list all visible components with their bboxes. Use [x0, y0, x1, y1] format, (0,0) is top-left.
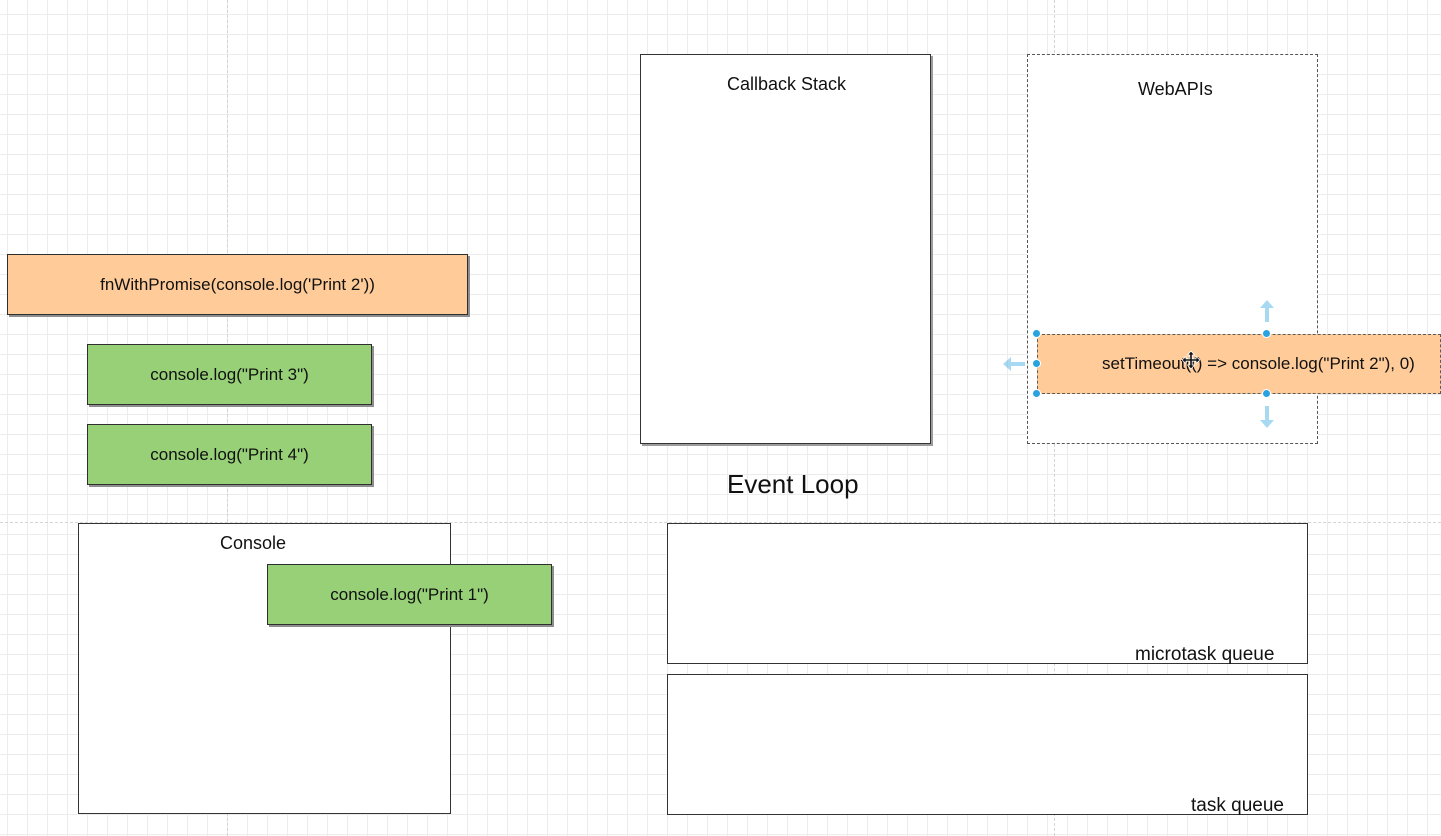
selection-handle-icon[interactable]: [1262, 329, 1271, 338]
task-queue-box[interactable]: [667, 674, 1308, 815]
callback-stack-box[interactable]: [640, 54, 931, 444]
connect-arrow-left-icon[interactable]: [1003, 356, 1025, 372]
fn-with-promise-block[interactable]: fnWithPromise(console.log('Print 2')): [7, 254, 468, 315]
move-cursor-icon: [1182, 351, 1200, 369]
microtask-queue-label: microtask queue: [1135, 644, 1275, 665]
connect-arrow-up-icon[interactable]: [1259, 300, 1275, 322]
task-queue-label: task queue: [1191, 795, 1284, 816]
connect-arrow-down-icon[interactable]: [1259, 406, 1275, 428]
callback-stack-label: Callback Stack: [727, 74, 847, 94]
print-4-block[interactable]: console.log("Print 4"): [87, 424, 372, 485]
selection-handle-icon[interactable]: [1032, 329, 1041, 338]
print-3-block[interactable]: console.log("Print 3"): [87, 344, 372, 405]
selection-handle-icon[interactable]: [1032, 389, 1041, 398]
print-1-block[interactable]: console.log("Print 1"): [267, 564, 552, 625]
selection-handle-icon[interactable]: [1032, 359, 1041, 368]
event-loop-title: Event Loop: [727, 469, 859, 499]
microtask-queue-box[interactable]: [667, 523, 1308, 664]
console-label: Console: [220, 533, 287, 553]
selection-handle-icon[interactable]: [1262, 389, 1271, 398]
web-apis-label: WebAPIs: [1138, 79, 1213, 99]
set-timeout-block[interactable]: setTimeout(() => console.log("Print 2"),…: [1037, 334, 1441, 394]
